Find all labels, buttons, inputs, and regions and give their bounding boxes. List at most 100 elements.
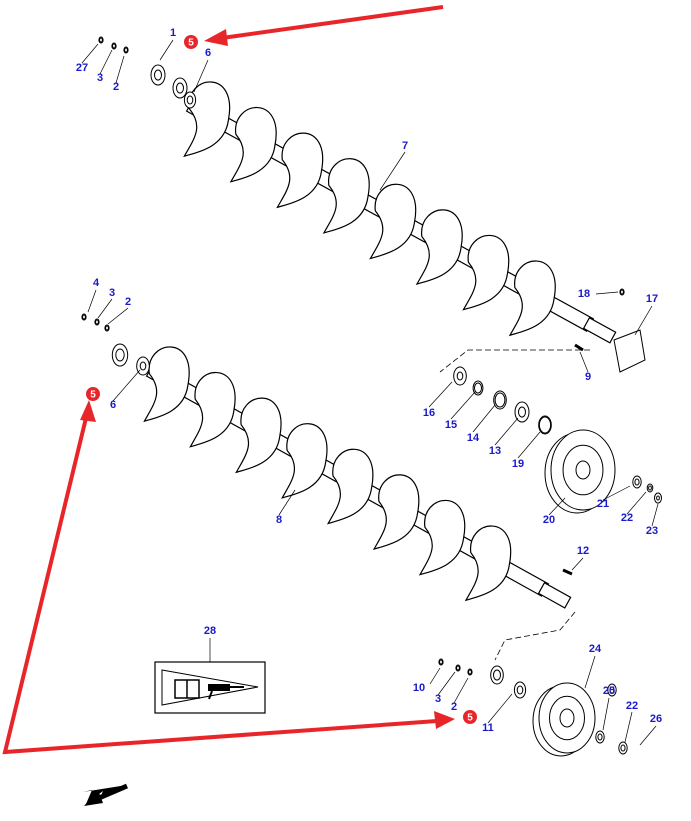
- leader-line: [453, 677, 469, 704]
- auger-flight: [462, 234, 510, 311]
- part-label-23: 23: [646, 525, 658, 537]
- leader-line: [651, 503, 659, 527]
- ring-part: [438, 658, 444, 666]
- part-label-19: 19: [512, 458, 524, 470]
- part-label-2: 2: [113, 81, 119, 93]
- leader-line: [278, 489, 296, 516]
- ring-part: [513, 681, 527, 699]
- ring-part: [619, 288, 625, 296]
- grease-gun-icon: [208, 684, 244, 700]
- leader-line: [624, 711, 633, 743]
- part-label-7: 7: [402, 140, 408, 152]
- leader-line: [379, 151, 406, 191]
- leader-line: [159, 39, 174, 61]
- ring-part: [490, 665, 504, 685]
- leader-line: [99, 49, 113, 75]
- ring-part: [618, 741, 628, 755]
- ring-part: [172, 77, 188, 99]
- ring-part: [467, 668, 473, 676]
- part-label-28: 28: [204, 625, 216, 637]
- ring-part: [632, 475, 642, 489]
- ring-part: [472, 380, 484, 396]
- lubrication-symbol: [154, 661, 266, 714]
- auger-flight: [143, 346, 190, 423]
- leader-line: [81, 43, 99, 64]
- small-parts: [81, 36, 662, 757]
- ring-part: [455, 664, 461, 672]
- direction-arrow-icon: [83, 783, 128, 806]
- part-label-3: 3: [435, 693, 441, 705]
- leader-line: [437, 671, 456, 696]
- auger-flight: [229, 106, 277, 183]
- leader-line: [112, 369, 141, 402]
- auger-bottom: [143, 346, 572, 609]
- ring-part: [538, 415, 552, 435]
- red-arrows: [2, 5, 455, 755]
- auger-flight: [508, 260, 556, 337]
- dashed-guides: [439, 349, 590, 661]
- auger-flight: [415, 209, 463, 286]
- part-label-22: 22: [626, 700, 638, 712]
- auger-flight: [235, 397, 282, 474]
- ring-part: [136, 356, 150, 376]
- leader-line: [584, 655, 596, 689]
- key-part: [574, 343, 584, 352]
- ring-part: [493, 390, 507, 410]
- auger-flight: [281, 423, 328, 499]
- part-label-1: 1: [170, 27, 176, 39]
- part-label-14: 14: [467, 432, 480, 444]
- leader-line: [517, 431, 541, 459]
- leader-line: [634, 305, 653, 336]
- part-label-26: 26: [650, 713, 662, 725]
- part-label-2: 2: [451, 701, 457, 713]
- auger-flight: [464, 525, 512, 602]
- leader-line: [579, 351, 589, 373]
- auger-flight: [369, 183, 417, 260]
- leader-line: [115, 55, 125, 84]
- leader-line: [472, 404, 496, 433]
- highlight-marker: [184, 35, 198, 49]
- part-label-9: 9: [585, 371, 591, 383]
- highlight-marker: [463, 710, 477, 724]
- part-label-11: 11: [482, 722, 494, 734]
- key-part: [562, 568, 573, 576]
- part-label-3: 3: [97, 72, 103, 84]
- pulley-wheel-24: [532, 682, 596, 757]
- augers: [143, 81, 617, 609]
- leader-line: [193, 59, 209, 93]
- part-label-highlighted: 5: [90, 390, 96, 401]
- ring-part: [646, 483, 654, 493]
- part-label-6: 6: [205, 47, 211, 59]
- ring-part: [111, 42, 117, 50]
- ring-part: [81, 313, 87, 321]
- shaft-end: [537, 581, 572, 609]
- leader-line: [107, 307, 129, 325]
- ring-part: [150, 64, 166, 86]
- auger-flight: [372, 474, 420, 551]
- leader-line: [602, 485, 631, 501]
- ring-part: [123, 46, 129, 54]
- part-label-highlighted: 5: [188, 38, 194, 49]
- part-label-2: 2: [125, 296, 131, 308]
- leader-line: [87, 289, 97, 313]
- leader-line: [626, 491, 647, 515]
- highlight-marker: [86, 387, 100, 401]
- ring-part: [94, 318, 100, 326]
- pulley-wheel-20: [544, 429, 616, 514]
- leader-line: [571, 557, 584, 571]
- part-label-20: 20: [543, 514, 555, 526]
- leader-line: [429, 667, 441, 685]
- part-label-21: 21: [597, 498, 609, 510]
- part-label-3: 3: [109, 287, 115, 299]
- part-label-22: 22: [621, 512, 633, 524]
- part-label-8: 8: [276, 514, 282, 526]
- part-label-25: 25: [603, 685, 615, 697]
- part-label-4: 4: [93, 277, 100, 289]
- ring-part: [595, 730, 605, 744]
- ring-part: [514, 401, 530, 423]
- leader-line: [548, 497, 566, 516]
- ring-part: [607, 683, 617, 697]
- ring-part: [98, 36, 104, 44]
- shaft-end: [582, 317, 617, 344]
